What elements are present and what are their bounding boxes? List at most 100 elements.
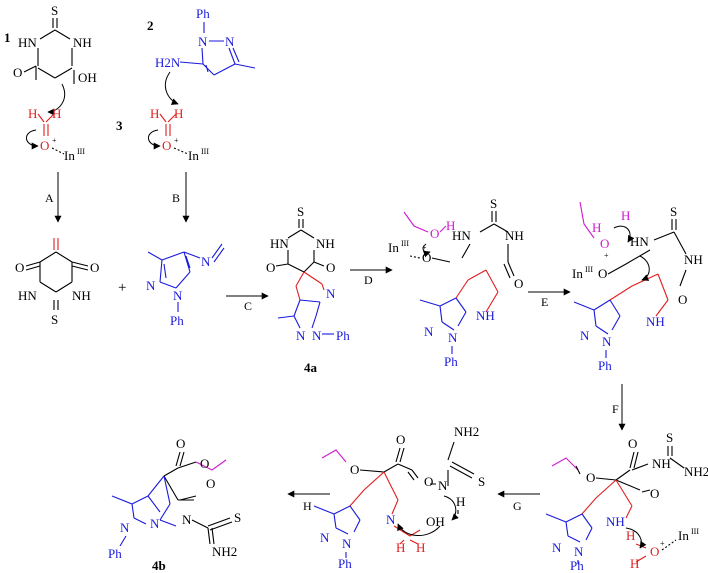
atom-n: N (201, 254, 211, 269)
atom-nh: NH (606, 514, 625, 529)
atom-o: O (514, 276, 523, 291)
step-label-g: G (513, 499, 522, 513)
formaldehyde-indium-complex-left: H H O + In III (26, 106, 85, 163)
atom-o: O (200, 456, 209, 471)
atom-n: N (574, 544, 584, 559)
atom-ph: Ph (570, 558, 584, 573)
atom-nh: NH (646, 314, 665, 329)
atom-o: O (90, 260, 99, 275)
atom-h: H (592, 220, 601, 235)
atom-h: H (174, 106, 183, 121)
compound-number-1: 1 (4, 30, 11, 45)
atom-in: In (678, 528, 689, 543)
svg-text:+: + (174, 136, 179, 145)
atom-n: N (326, 286, 336, 301)
atom-oh: OH (78, 70, 97, 85)
atom-n: N (552, 540, 562, 555)
step-label-b: B (172, 191, 180, 205)
atom-h: H (446, 218, 455, 233)
step-label-e: E (541, 295, 548, 309)
atom-n: N (182, 512, 192, 527)
atom-n: N (448, 330, 458, 345)
atom-nh: NH (476, 308, 495, 323)
atom-n: N (342, 536, 352, 551)
atom-s: S (666, 430, 673, 445)
atom-s: S (490, 196, 497, 211)
atom-n: N (602, 334, 612, 349)
atom-n: N (320, 530, 330, 545)
atom-o: O (176, 436, 185, 451)
step-label-a: A (45, 191, 54, 205)
atom-o: O (15, 260, 24, 275)
atom-n: N (438, 478, 448, 493)
step-label-c: C (244, 299, 252, 313)
compound-number-2: 2 (147, 18, 154, 33)
atom-ph: Ph (444, 354, 458, 369)
compound-1-thiobarbituric-acid: 1 S HN NH O OH (4, 3, 97, 116)
atom-n: N (173, 288, 183, 303)
atom-hn: HN (452, 228, 471, 243)
intermediate-e-oxonium: H H O + S HN NH In III O O NH N N Ph (572, 201, 703, 373)
atom-nh: NH (316, 236, 335, 251)
atom-hn: HN (270, 236, 289, 251)
atom-n: N (580, 328, 590, 343)
atom-n: N (150, 516, 160, 531)
atom-n: N (424, 324, 434, 339)
methylene-thiobarbiturate-intermediate: O O HN NH S (15, 238, 99, 327)
plus-sign: + (118, 280, 126, 296)
atom-ph: Ph (170, 313, 184, 328)
pyrazolyl-methanimine-intermediate: N N Ph N (146, 243, 225, 328)
atom-h: H (456, 494, 465, 509)
atom-o: O (650, 486, 659, 501)
atom-nh2: NH2 (212, 544, 237, 559)
atom-h: H (626, 528, 635, 543)
atom-o: O (422, 250, 431, 265)
svg-text:+: + (52, 136, 57, 145)
atom-nh2: NH2 (454, 424, 479, 439)
formaldehyde-indium-complex-right: 3 H H O + In III (116, 106, 209, 163)
intermediate-g-hydroxymethyl: O NH2 S O O N N N N Ph H H H OH (313, 424, 485, 571)
svg-text:III: III (77, 147, 85, 156)
svg-text:III: III (585, 265, 593, 274)
svg-text:+: + (604, 251, 609, 260)
atom-hn: HN (630, 234, 649, 249)
atom-hn: HN (18, 288, 37, 303)
atom-o: O (424, 474, 433, 489)
atom-n: N (120, 520, 130, 535)
atom-o: O (678, 292, 687, 307)
atom-n: N (225, 34, 235, 49)
compound-number-3: 3 (116, 118, 123, 133)
svg-text:+: + (422, 243, 427, 252)
atom-hn: HN (18, 35, 37, 50)
atom-oh: OH (426, 514, 445, 529)
compound-2-aminopyrazole: 2 Ph N N H2N (147, 6, 256, 105)
atom-o: O (40, 138, 49, 153)
atom-nh: NH (684, 252, 703, 267)
step-label-d: D (364, 273, 373, 287)
atom-in: In (572, 266, 583, 281)
atom-s: S (297, 204, 304, 219)
atom-h: H (621, 208, 630, 223)
atom-h: H (28, 106, 37, 121)
atom-n: N (146, 278, 156, 293)
atom-o: O (162, 138, 171, 153)
atom-nh2: NH2 (684, 464, 708, 479)
atom-h: H (630, 556, 639, 571)
atom-h: H (52, 106, 61, 121)
atom-n: N (198, 34, 208, 49)
atom-in: In (64, 148, 75, 163)
atom-o: O (430, 226, 439, 241)
svg-text:III: III (691, 527, 699, 536)
atom-o: O (650, 544, 659, 559)
atom-nh: NH (73, 35, 92, 50)
atom-nh: NH (72, 288, 91, 303)
svg-text:III: III (201, 147, 209, 156)
svg-text:+: + (660, 539, 665, 548)
atom-o: O (326, 260, 335, 275)
atom-o: O (266, 260, 275, 275)
atom-n: N (296, 328, 306, 343)
atom-ph: Ph (598, 358, 612, 373)
compound-number-4a: 4a (304, 360, 318, 375)
atom-o: O (600, 236, 609, 251)
